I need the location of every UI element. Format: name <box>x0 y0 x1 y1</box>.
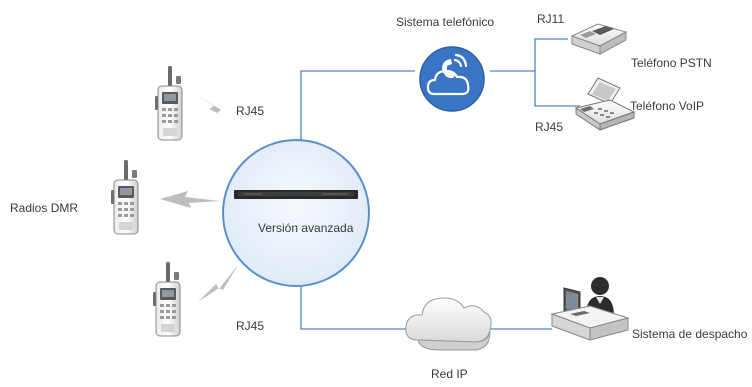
rack-gateway-icon <box>234 190 358 199</box>
ip-network-label: Red IP <box>431 367 468 381</box>
rj45-radios-top-label: RJ45 <box>236 104 265 118</box>
handheld-radio-icon <box>152 261 181 337</box>
dmr-radios-label: Radios DMR <box>10 201 79 215</box>
rj11-label: RJ11 <box>537 12 565 26</box>
telephone-cloud-icon <box>426 53 470 96</box>
voip-phone-label: Teléfono VoIP <box>630 99 705 113</box>
pstn-phone-label: Teléfono PSTN <box>631 56 712 70</box>
dispatch-system-label: Sistema de despacho <box>632 327 748 341</box>
cloud-icon[interactable] <box>405 297 492 351</box>
desk-phone-icon[interactable] <box>570 23 628 55</box>
link-telephone-system-to-phones <box>490 38 580 107</box>
telephone-system-label: Sistema telefónico <box>396 15 495 29</box>
rj45-radios-bottom-label: RJ45 <box>236 319 265 333</box>
rj45-voip-label: RJ45 <box>535 120 564 134</box>
telephone-system-node[interactable] <box>419 46 485 112</box>
link-hub-to-telephone-system <box>300 70 415 148</box>
dispatcher-console-icon[interactable] <box>550 277 630 341</box>
wireless-signal-icon <box>160 94 238 302</box>
connection-lines <box>300 38 580 330</box>
handheld-radio-icon <box>154 65 183 141</box>
link-hub-to-ip-network <box>300 280 410 330</box>
ip-phone-icon[interactable] <box>574 77 636 131</box>
gateway-hub[interactable] <box>222 139 370 287</box>
handheld-radio-icon <box>110 159 139 235</box>
advanced-version-label: Versión avanzada <box>258 221 354 235</box>
